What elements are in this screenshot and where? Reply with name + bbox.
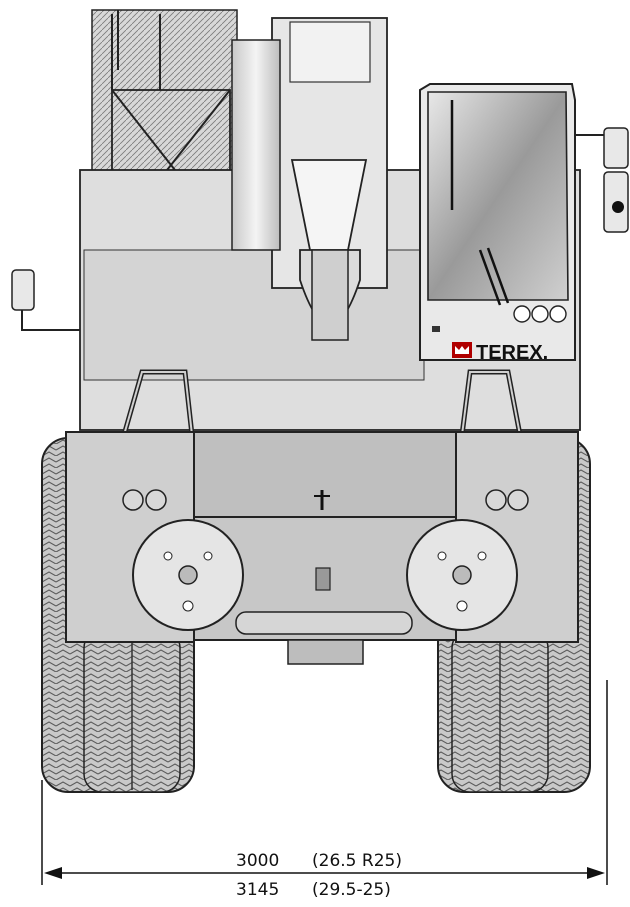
dimension-value-2: 3145 [236,880,279,900]
right-arrowhead [587,867,605,879]
brand-logo-text: TEREX. [476,342,548,364]
axle-housing [287,639,364,665]
dimension-value-1: 3000 [236,851,279,871]
terex-logo: TEREX. [452,342,548,364]
dimension-tire-1: (26.5 R25) [312,851,402,871]
left-arrowhead [44,867,62,879]
dimension-label-lower: 3145 (29.5-25) [236,880,391,900]
dimension-line [44,867,605,879]
rear-handrails [121,369,523,436]
right-outrigger-pad [406,519,518,631]
left-mirror [11,269,80,331]
left-outrigger-pad [132,519,244,631]
dimension-label-upper: 3000 (26.5 R25) [236,851,402,871]
counterweight-block [193,431,457,518]
dimension-extension-lines [41,680,608,885]
boom-head [271,17,388,341]
boom-drum [231,39,281,251]
dimension-tire-2: (29.5-25) [312,880,391,900]
operator-cab [419,83,576,361]
right-mirror [575,127,629,233]
